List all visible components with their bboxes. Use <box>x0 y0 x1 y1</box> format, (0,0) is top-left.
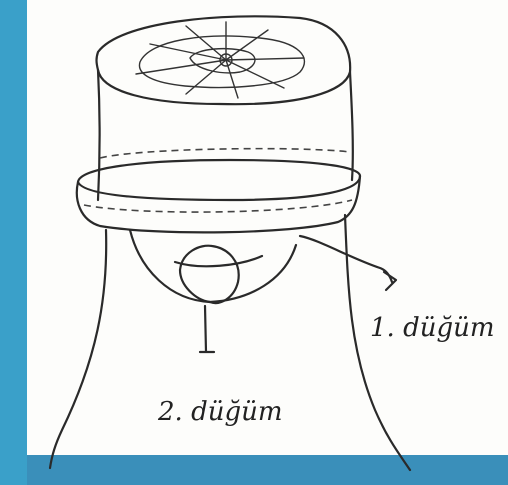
dashed-ring-line <box>100 149 350 158</box>
rope-band <box>77 160 360 232</box>
knot-loops <box>130 230 396 352</box>
label-knot-2: 2. düğüm <box>157 397 283 427</box>
label-knot-1: 1. düğüm <box>370 313 495 343</box>
stump-top-surface <box>97 16 351 104</box>
